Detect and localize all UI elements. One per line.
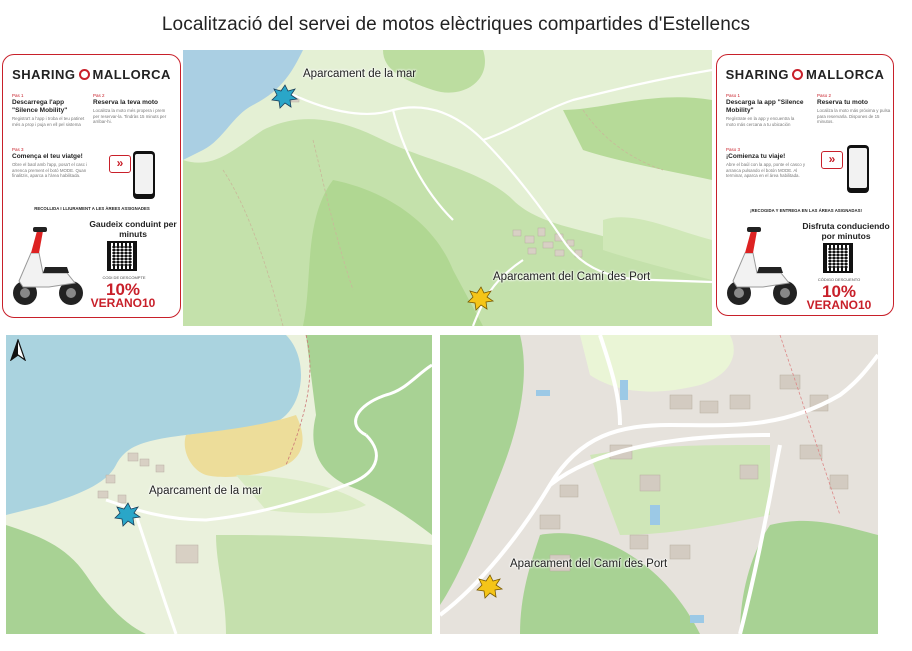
qr-code-icon: [823, 243, 853, 273]
step-number: Pas 1: [12, 93, 24, 98]
flyer-step-2: Paso 2 Reserva tu moto Localiza la moto …: [817, 93, 891, 125]
step-title: Comença el teu viatge!: [12, 153, 83, 160]
step-desc: Regístrate en la app y encuentra la moto…: [726, 116, 795, 127]
page-title: Localització del servei de motos elèctri…: [161, 14, 751, 35]
step-desc: Localitza la moto més propera i prem per…: [93, 108, 167, 124]
code-label: CODI DE DESCOMPTE: [102, 275, 146, 280]
marker-label-sea-detail: Aparcament de la mar: [149, 485, 263, 497]
step-number: Paso 2: [817, 93, 832, 98]
qr-code-icon: [107, 241, 137, 271]
chevron-right-icon: »: [821, 151, 843, 169]
brand-right: MALLORCA: [806, 67, 885, 82]
step-desc: Localiza la moto más próxima y pulsa par…: [817, 108, 891, 124]
flyer-brand: SHARING MALLORCA: [717, 67, 893, 82]
step-desc: Registra't a l'app i troba el teu patine…: [12, 116, 85, 127]
discount-code: VERANO10: [90, 296, 156, 310]
marker-label-sea: Aparcament de la mar: [303, 68, 417, 80]
brand-o-icon: [78, 69, 90, 80]
step-number: Paso 1: [726, 93, 741, 98]
scooter-icon: [727, 227, 797, 305]
overview-map[interactable]: Aparcament de la mar Aparcament del Camí…: [183, 50, 712, 326]
scooter-icon: [13, 227, 83, 305]
discount-code: VERANO10: [806, 298, 872, 312]
flyer-catalan: SHARING MALLORCA Pas 1 Descarrega l'app "…: [2, 54, 181, 318]
discount-percent: 10%: [821, 282, 857, 301]
step-number: Pas 2: [93, 93, 105, 98]
promo-text: Disfruta conduciendo por minutos: [802, 221, 890, 241]
step-title: Descarrega l'app "Silence Mobility": [12, 99, 68, 114]
step-title: Reserva la teva moto: [93, 99, 159, 106]
step-title: Reserva tu moto: [817, 99, 868, 106]
step-number: Paso 3: [726, 147, 741, 152]
pickup-note: RECOLLIDA I LLIURAMENT A LES ÀREES ASSIG…: [34, 206, 150, 211]
discount-percent: 10%: [105, 280, 141, 299]
marker-label-port-detail: Aparcament del Camí des Port: [510, 558, 668, 570]
brand-left: SHARING: [12, 67, 76, 82]
north-arrow-icon: [10, 339, 26, 361]
phone-icon: [847, 145, 869, 193]
detail-map-port[interactable]: Aparcament del Camí des Port: [440, 335, 878, 634]
brand-right: MALLORCA: [92, 67, 171, 82]
flyer-step-3: Pas 3 Comença el teu viatge! Obre el baü…: [12, 147, 92, 179]
brand-left: SHARING: [725, 67, 790, 82]
pickup-note: ¡RECOGIDA Y ENTREGA EN LAS ÁREAS ASIGNAD…: [750, 208, 862, 213]
detail-map-sea[interactable]: Aparcament de la mar: [6, 335, 432, 634]
flyer-step-2: Pas 2 Reserva la teva moto Localitza la …: [93, 93, 171, 125]
flyer-step-3: Paso 3 ¡Comienza tu viaje! Abre el baúl …: [726, 147, 806, 179]
brand-o-icon: [792, 69, 804, 80]
step-number: Pas 3: [12, 147, 24, 152]
code-label: CÓDIGO DESCUENTO: [817, 277, 861, 282]
step-title: Descarga la app "Silence Mobility": [726, 99, 804, 114]
step-title: ¡Comienza tu viaje!: [726, 153, 786, 160]
step-desc: Abre el baúl con la app, ponte el casco …: [726, 162, 806, 178]
marker-label-port: Aparcament del Camí des Port: [493, 271, 651, 283]
flyer-spanish: SHARING MALLORCA Paso 1 Descarga la app "…: [716, 54, 894, 316]
promo-text: Gaudeix conduint per minuts: [89, 219, 177, 239]
chevron-right-icon: »: [109, 155, 131, 173]
step-desc: Obre el baül amb l'app, posa't el casc i…: [12, 162, 88, 178]
flyer-brand: SHARING MALLORCA: [3, 67, 180, 82]
phone-icon: [133, 151, 155, 199]
flyer-step-1: Pas 1 Descarrega l'app "Silence Mobility…: [12, 93, 90, 127]
flyer-step-1: Paso 1 Descarga la app "Silence Mobility…: [726, 93, 804, 127]
